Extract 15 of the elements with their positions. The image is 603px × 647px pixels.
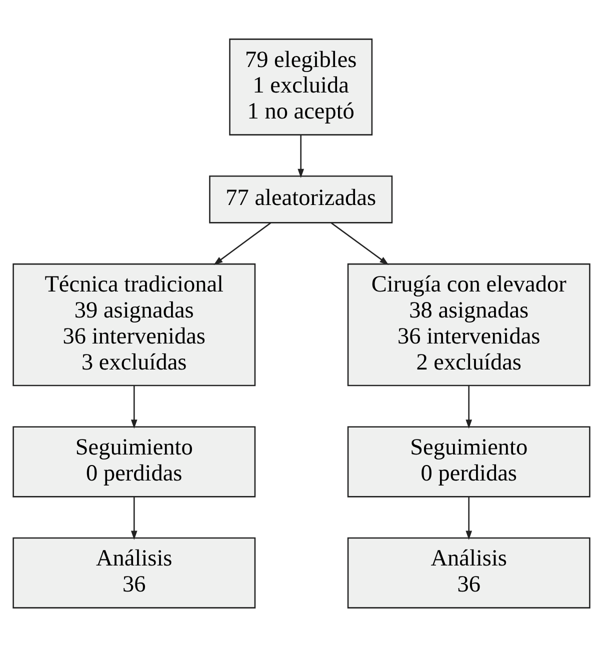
node-box: Seguimiento 0 perdidas xyxy=(347,426,590,498)
node-box: 77 aleatorizadas xyxy=(209,176,393,224)
arrow xyxy=(214,222,272,265)
arrow xyxy=(466,496,472,540)
node-box: Cirugía con elevador 38 asignadas 36 intervenidas 2 excluídas xyxy=(347,263,590,386)
node-box: Seguimiento 0 perdidas xyxy=(12,426,256,498)
node-box: Análisis 36 xyxy=(347,537,590,608)
arrow xyxy=(330,222,389,265)
arrow xyxy=(130,386,138,429)
node-box: Técnica tradicional 39 asignadas 36 intervenidas 3 excluídas xyxy=(12,263,256,386)
arrow xyxy=(466,386,472,429)
node-box: Análisis 36 xyxy=(12,537,256,608)
arrow xyxy=(130,496,138,540)
arrow xyxy=(298,134,304,178)
node-box: 79 elegibles 1 excluida 1 no aceptó xyxy=(229,38,373,136)
